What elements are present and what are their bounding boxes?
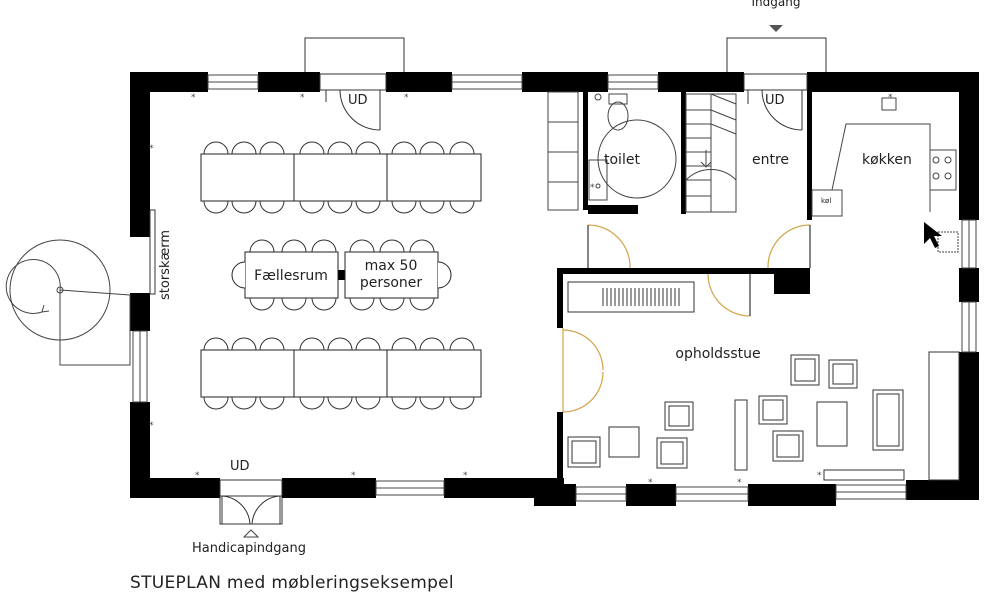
- toilet-label: toilet: [604, 152, 640, 168]
- handicap-arrow-icon: [242, 529, 260, 538]
- kol-label: køl: [821, 197, 831, 205]
- svg-text:*: *: [195, 471, 200, 481]
- svg-text:*: *: [737, 478, 742, 488]
- svg-text:*: *: [817, 471, 822, 481]
- walls: [130, 72, 979, 506]
- kitchen-fixtures: [811, 97, 959, 253]
- doors: [219, 73, 808, 525]
- svg-text:*: *: [149, 144, 154, 154]
- living-room-furniture: [567, 281, 960, 481]
- chairs: [203, 141, 475, 410]
- svg-text:*: *: [404, 93, 409, 103]
- entre-label: entre: [752, 152, 789, 168]
- screen: [149, 209, 156, 295]
- max-capacity-line2: personer: [360, 275, 423, 291]
- dining-tables: [200, 153, 482, 398]
- faellesrum-label: Fællesrum: [254, 268, 328, 284]
- cursor-icon: [924, 222, 942, 248]
- plan-caption: STUEPLAN med møbleringseksempel: [130, 573, 454, 593]
- toilet-fixtures: [547, 91, 677, 211]
- ud-label-top-left: UD: [348, 93, 368, 108]
- svg-text:*: *: [351, 471, 356, 481]
- indgang-label: Indgang: [752, 0, 801, 9]
- ud-label-top-right: UD: [765, 93, 785, 108]
- storskaerm-label: storskærm: [158, 230, 173, 300]
- svg-text:*: *: [191, 93, 196, 103]
- wall-markers: * * * * * * * * * * * * *: [149, 93, 893, 488]
- svg-text:*: *: [300, 93, 305, 103]
- kokken-label: køkken: [862, 152, 912, 168]
- entrance-arrow-icon: [769, 25, 783, 32]
- opholdsstue-label: opholdsstue: [675, 346, 760, 362]
- interior-door-arcs: [562, 224, 811, 413]
- svg-text:*: *: [590, 183, 595, 193]
- svg-text:*: *: [463, 471, 468, 481]
- spiral-staircase: [5, 239, 131, 366]
- doorway-frames: [219, 37, 827, 525]
- svg-text:*: *: [888, 93, 893, 103]
- windows: [132, 74, 977, 502]
- svg-text:*: *: [149, 421, 154, 431]
- svg-text:*: *: [648, 478, 653, 488]
- handicapindgang-label: Handicapindgang: [192, 541, 306, 556]
- ud-label-bottom: UD: [230, 459, 250, 474]
- max-capacity-line1: max 50: [365, 258, 418, 274]
- staircase: [685, 93, 737, 213]
